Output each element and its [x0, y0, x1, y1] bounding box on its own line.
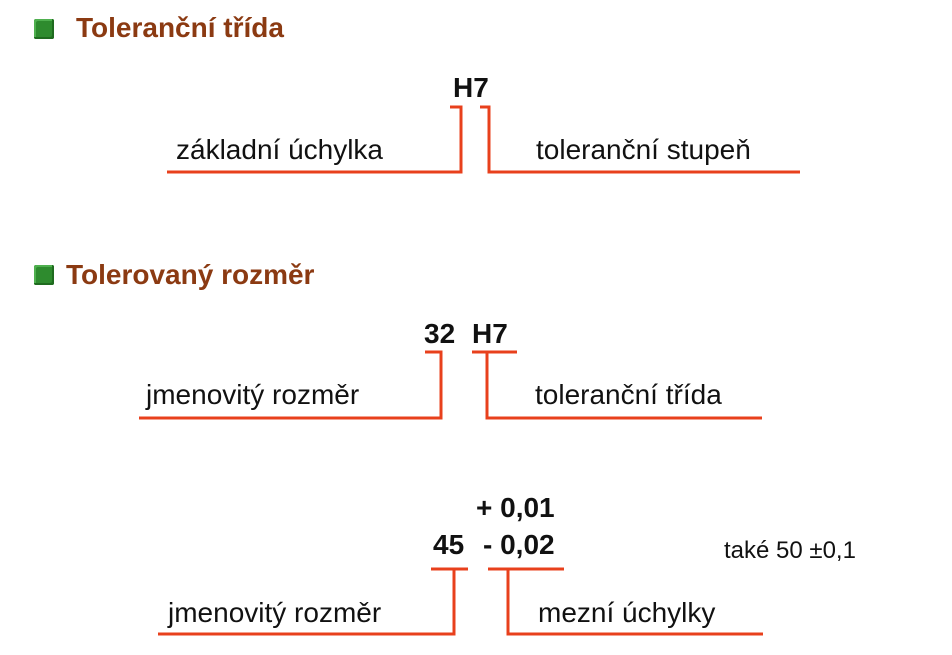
nominal-size-label: jmenovitý rozměr: [168, 597, 382, 628]
tolerance-class-code: H7: [453, 72, 489, 103]
section-heading-toleranced-dimension: Tolerovaný rozměr: [66, 259, 315, 290]
nominal-size-value: 45: [433, 529, 465, 560]
green-square-bullet-icon: [34, 265, 54, 285]
tolerance-class-code: H7: [472, 318, 508, 349]
tolerance-class-label: toleranční třída: [535, 379, 722, 410]
upper-deviation-value: + 0,01: [476, 492, 555, 523]
nominal-size-label: jmenovitý rozměr: [146, 379, 360, 410]
section-heading-tolerance-class: Toleranční třída: [76, 12, 284, 43]
green-square-bullet-icon: [34, 19, 54, 39]
tolerance-grade-label: toleranční stupeň: [536, 134, 751, 165]
basic-deviation-label: základní úchylka: [176, 134, 384, 165]
lower-deviation-value: - 0,02: [483, 529, 555, 560]
limit-deviations-label: mezní úchylky: [538, 597, 716, 628]
alternative-notation-note: také 50 ±0,1: [724, 537, 856, 564]
nominal-size-code: 32: [424, 318, 456, 349]
